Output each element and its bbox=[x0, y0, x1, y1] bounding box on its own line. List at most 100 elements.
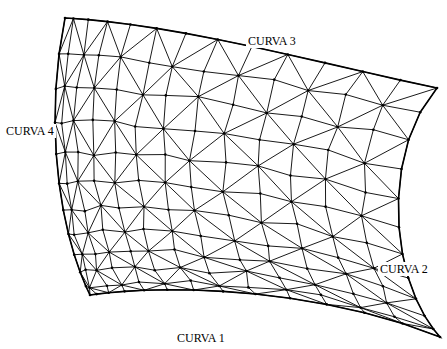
mesh-edge bbox=[180, 257, 204, 267]
mesh-edge bbox=[109, 252, 135, 267]
mesh-edge bbox=[93, 155, 94, 180]
mesh-vertex bbox=[114, 182, 117, 185]
mesh-vertex bbox=[94, 253, 97, 256]
mesh-edge bbox=[333, 237, 367, 243]
mesh-edge bbox=[144, 207, 172, 231]
mesh-vertex bbox=[325, 303, 328, 306]
mesh-vertex bbox=[173, 248, 176, 251]
mesh-edge bbox=[56, 152, 65, 154]
mesh-vertex bbox=[167, 208, 170, 211]
mesh-edge bbox=[131, 251, 135, 267]
mesh-edge bbox=[109, 251, 131, 253]
mesh-edge bbox=[74, 233, 88, 235]
mesh-vertex bbox=[55, 88, 58, 91]
curve-label: CURVA 1 bbox=[175, 331, 227, 345]
mesh-edge bbox=[77, 87, 95, 88]
mesh-edge bbox=[65, 86, 77, 87]
mesh-edge bbox=[387, 299, 416, 303]
mesh-edge bbox=[84, 54, 99, 55]
mesh-vertex bbox=[98, 54, 101, 57]
mesh-vertex bbox=[148, 62, 151, 65]
mesh-vertex bbox=[55, 153, 58, 156]
mesh-edge bbox=[163, 129, 189, 161]
mesh-edge bbox=[78, 155, 94, 181]
mesh-edge bbox=[112, 266, 135, 268]
mesh-edge bbox=[189, 161, 191, 187]
mesh-edge bbox=[74, 235, 82, 254]
mesh-edge bbox=[172, 67, 204, 72]
mesh-edge bbox=[84, 22, 108, 55]
mesh-vertex bbox=[314, 283, 317, 286]
mesh-vertex bbox=[166, 288, 169, 291]
mesh-edge bbox=[144, 183, 165, 207]
mesh-edge bbox=[88, 230, 103, 233]
mesh-edge bbox=[255, 290, 286, 294]
mesh-edge bbox=[94, 181, 101, 206]
mesh-edge bbox=[136, 154, 165, 155]
mesh-edge bbox=[373, 130, 408, 140]
mesh-edge bbox=[302, 91, 308, 117]
mesh-edge bbox=[143, 95, 163, 129]
mesh-edge bbox=[308, 63, 325, 91]
mesh-edge bbox=[383, 286, 416, 299]
mesh-edge bbox=[261, 223, 297, 224]
mesh-boundary bbox=[55, 18, 440, 337]
mesh-vertex bbox=[72, 119, 75, 122]
mesh-edge bbox=[286, 290, 321, 295]
mesh-edge bbox=[346, 268, 374, 274]
mesh-vertex bbox=[72, 17, 75, 20]
mesh-vertex bbox=[163, 282, 166, 285]
mesh-edge bbox=[125, 229, 144, 232]
mesh-vertex bbox=[265, 112, 268, 115]
mesh-edge bbox=[103, 230, 125, 232]
mesh-vertex bbox=[120, 284, 123, 287]
mesh-edge bbox=[333, 237, 374, 269]
mesh-vertex bbox=[129, 23, 132, 26]
mesh-edge bbox=[72, 210, 75, 235]
mesh-edge bbox=[136, 155, 165, 183]
mesh-edge bbox=[62, 86, 65, 123]
mesh-edge bbox=[291, 179, 325, 202]
mesh-edge bbox=[115, 121, 116, 152]
mesh-edge bbox=[163, 129, 165, 155]
mesh-edge bbox=[268, 246, 302, 248]
mesh-edge bbox=[302, 237, 333, 249]
mesh-edge bbox=[194, 210, 228, 215]
mesh-edge bbox=[165, 161, 189, 183]
mesh-edge bbox=[90, 288, 109, 293]
mesh-edge bbox=[338, 127, 374, 130]
mesh-vertex bbox=[107, 291, 110, 294]
mesh-edge bbox=[361, 303, 387, 308]
mesh-vertex bbox=[331, 235, 334, 238]
mesh-vertex bbox=[155, 27, 158, 30]
mesh-vertex bbox=[423, 315, 426, 318]
mesh-vertex bbox=[290, 200, 293, 203]
mesh-vertex bbox=[171, 230, 174, 233]
mesh-edge bbox=[97, 268, 112, 271]
mesh-edge bbox=[267, 80, 275, 113]
mesh-edge bbox=[122, 282, 139, 285]
mesh-edge bbox=[297, 224, 302, 249]
mesh-edge bbox=[195, 131, 224, 134]
mesh-edge bbox=[302, 117, 338, 127]
mesh-vertex bbox=[190, 186, 193, 189]
mesh-edge bbox=[131, 251, 149, 252]
mesh-vertex bbox=[363, 311, 366, 314]
mesh-edge bbox=[101, 205, 119, 208]
mesh-edge bbox=[198, 72, 204, 97]
mesh-vertex bbox=[138, 281, 141, 284]
mesh-vertex bbox=[101, 228, 104, 231]
mesh-edge bbox=[290, 176, 291, 202]
mesh-edge bbox=[77, 152, 78, 181]
mesh-edge bbox=[93, 120, 94, 156]
mesh-edge bbox=[112, 268, 122, 285]
mesh-edge bbox=[361, 192, 365, 215]
mesh-edge bbox=[97, 270, 107, 285]
mesh-edge bbox=[274, 54, 288, 79]
mesh-edge bbox=[204, 257, 209, 273]
mesh-edge bbox=[163, 129, 195, 131]
mesh-edge bbox=[172, 231, 204, 257]
mesh-vertex bbox=[324, 62, 327, 65]
mesh-vertex bbox=[257, 165, 260, 168]
mesh-vertex bbox=[320, 294, 323, 297]
